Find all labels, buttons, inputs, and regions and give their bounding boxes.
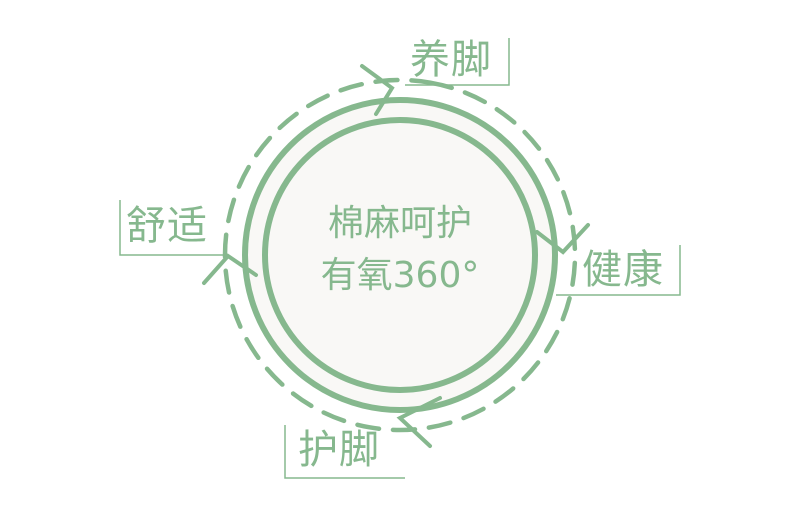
label-bracket-left (119, 200, 225, 256)
arrow-right-icon (535, 223, 590, 255)
inner-solid-ring (262, 117, 538, 393)
cycle-label-bottom: 护脚 (298, 427, 380, 473)
center-caption-line2: 有氧360° (320, 255, 480, 296)
dashed-cycle-ring (222, 77, 578, 433)
label-bracket-right (556, 245, 681, 296)
cycle-label-left: 舒适 (126, 203, 208, 249)
cycle-label-right: 健康 (582, 247, 664, 293)
outer-disk-fill (245, 100, 555, 410)
arrow-bottom-icon (396, 396, 442, 448)
arrow-left-icon (202, 253, 258, 285)
center-caption: 棉麻呵护 有氧360° (300, 198, 500, 302)
cycle-label-top: 养脚 (410, 37, 492, 83)
arrow-top-icon (360, 64, 395, 116)
label-bracket-top (405, 38, 510, 86)
outer-solid-ring (242, 97, 558, 413)
center-caption-line1: 棉麻呵护 (327, 203, 472, 244)
label-bracket-bottom (284, 425, 405, 479)
